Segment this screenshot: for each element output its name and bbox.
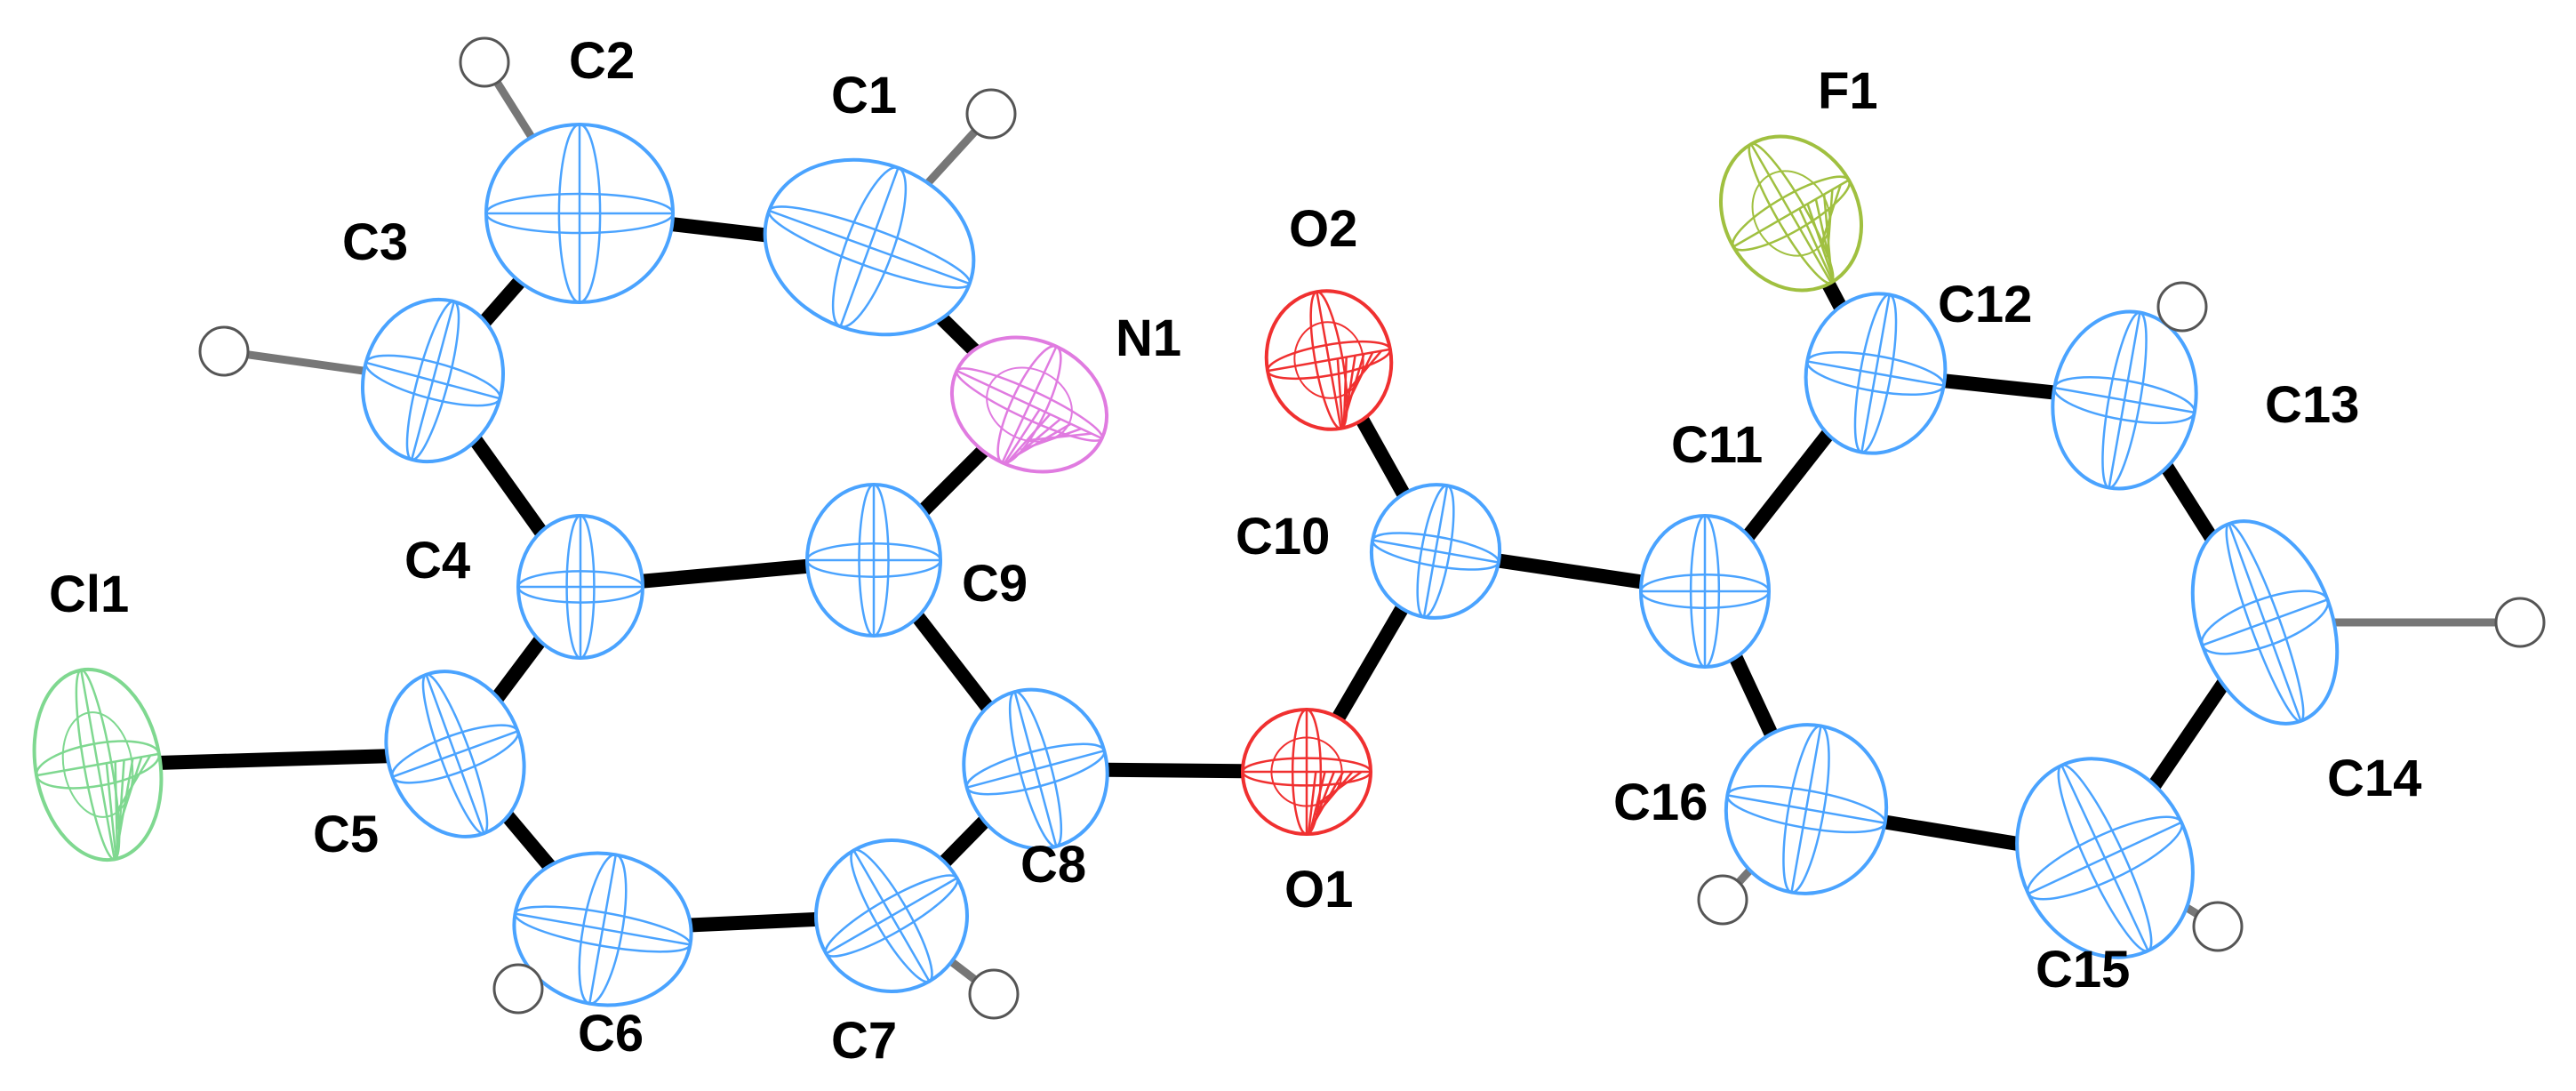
labels-layer: Cl1 C1 C2 C3 C4 C5 C6 C7 C8 C9 N1 O1 O2 … (49, 32, 2421, 1070)
atom-ellipsoid-c3 (360, 297, 506, 464)
atom-ellipsoid-c14 (2190, 519, 2340, 726)
atom-label-o1: O1 (1284, 861, 1353, 919)
atom-label-c9: C9 (962, 555, 1028, 613)
atom-ellipsoid-c7 (814, 838, 969, 993)
atom-label-c1: C1 (831, 67, 897, 124)
atom-ellipsoid-c4 (516, 514, 644, 660)
hydrogen-atom-c16 (1697, 874, 1748, 926)
atom-label-o2: O2 (1289, 200, 1357, 258)
atom-label-f1: F1 (1818, 62, 1878, 120)
atom-label-c10: C10 (1236, 508, 1330, 566)
hydrogen-atoms-layer (198, 36, 2546, 1020)
hydrogen-atom-c2 (459, 36, 510, 88)
atom-label-c8: C8 (1020, 836, 1086, 894)
atom-label-c6: C6 (578, 1005, 644, 1063)
atom-label-cl1: Cl1 (49, 566, 129, 623)
atom-label-c16: C16 (1613, 774, 1708, 831)
atom-ellipsoid-n1 (949, 335, 1109, 474)
hydrogen-atom-c1 (965, 88, 1017, 140)
atom-label-c15: C15 (2036, 941, 2130, 999)
hydrogen-atom-c6 (492, 963, 544, 1015)
atom-ellipsoid-c15 (2015, 757, 2195, 959)
atom-ellipsoid-c5 (384, 670, 526, 838)
atom-ellipsoid-o1 (1241, 708, 1372, 836)
hydrogen-atom-c15 (2192, 901, 2244, 952)
atom-label-c7: C7 (831, 1012, 897, 1070)
atom-label-c12: C12 (1938, 276, 2032, 333)
atom-label-c2: C2 (569, 32, 635, 90)
atom-label-c3: C3 (342, 213, 408, 271)
atom-ellipsoid-c11 (1639, 514, 1771, 669)
hydrogen-atom-c14 (2494, 597, 2546, 648)
atom-ellipsoid-c12 (1804, 292, 1948, 455)
atom-label-c5: C5 (313, 806, 379, 863)
atom-ellipsoid-cl1 (32, 667, 164, 862)
atom-label-c14: C14 (2327, 750, 2421, 807)
atom-ellipsoid-c2 (484, 123, 675, 304)
atom-label-c4: C4 (404, 532, 470, 590)
atom-label-c11: C11 (1671, 416, 1763, 474)
atom-ellipsoid-c9 (805, 483, 942, 638)
atom-ellipsoid-c13 (2051, 309, 2198, 491)
atom-ellipsoid-c6 (512, 851, 693, 1007)
atom-ellipsoid-c8 (962, 687, 1109, 851)
atoms-layer (32, 123, 2340, 1007)
atom-ellipsoid-c1 (763, 157, 976, 337)
atom-ellipsoid-f1 (1718, 134, 1864, 293)
atom-ellipsoid-c16 (1724, 723, 1889, 895)
atom-label-c13: C13 (2265, 376, 2359, 434)
atom-label-n1: N1 (1116, 309, 1181, 367)
hydrogen-atom-c3 (198, 325, 250, 377)
hydrogen-atom-c7 (968, 968, 1020, 1020)
hydrogen-atom-c13 (2156, 281, 2208, 333)
atom-ellipsoid-c10 (1369, 483, 1502, 620)
atom-ellipsoid-o2 (1264, 289, 1394, 431)
